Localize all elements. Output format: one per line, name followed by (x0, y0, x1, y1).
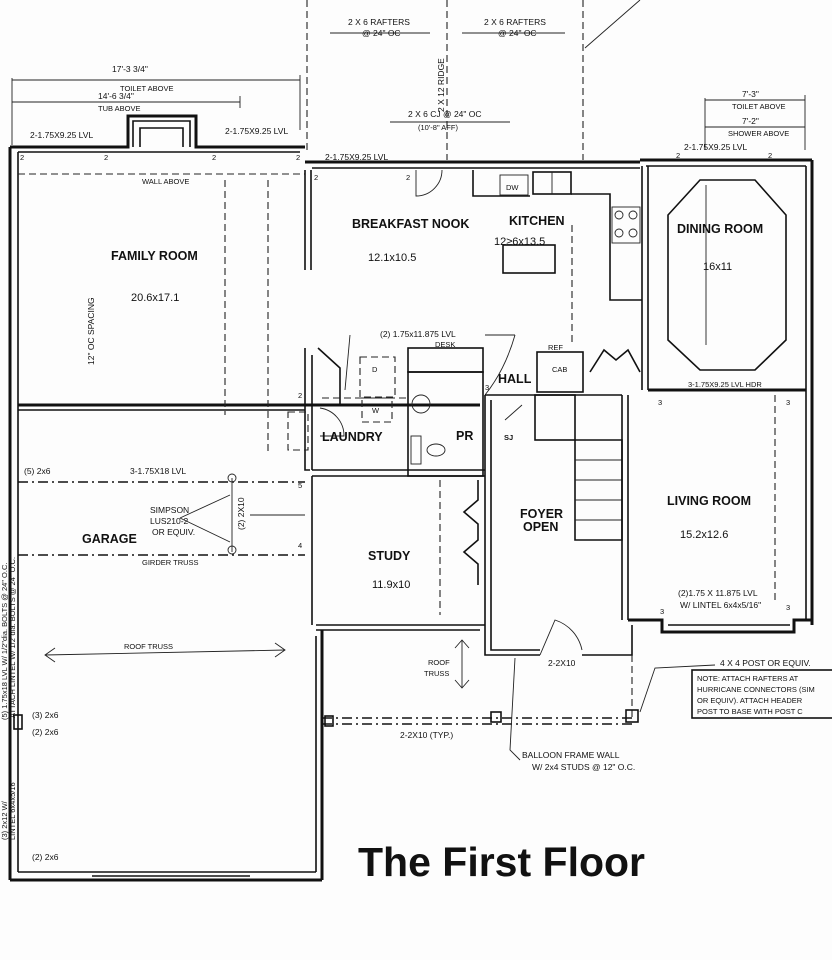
hall-name: HALL (498, 372, 532, 386)
post-2x6-c: (2) 2x6 (32, 727, 59, 737)
dim-toilet-above: 17'-3 3/4" (112, 64, 148, 74)
roof-truss-v1: ROOF (428, 658, 450, 667)
simpson-line1: SIMPSON (150, 505, 189, 515)
note-line-4: POST TO BASE WITH POST C (697, 707, 803, 716)
left-vertical-note-3: (3) 2x12 W/ (0, 800, 9, 840)
ceiling-joist-aff: (10'-8" AFF) (418, 123, 458, 132)
cab-label: CAB (552, 365, 567, 374)
post-mark: 3 (660, 607, 664, 616)
desk-lvl-label: (2) 1.75x11.875 LVL (380, 329, 456, 339)
post-mark: 3 (658, 398, 662, 407)
spacing-note: 12" OC SPACING (86, 297, 96, 365)
dining-room-name: DINING ROOM (677, 222, 763, 236)
note-line-3: OR EQUIV). ATTACH HEADER (697, 696, 803, 705)
breakfast-nook-name: BREAKFAST NOOK (352, 217, 469, 231)
laundry-name: LAUNDRY (322, 430, 383, 444)
lvl-nook-label: 2-1.75X9.25 LVL (325, 152, 388, 162)
sj-label: SJ (504, 433, 513, 442)
left-vertical-note-1: (5) 1.75x18 LVL W/ 1/2"dia. BOLTS @ 24" … (0, 563, 9, 720)
balloon-frame-line2: W/ 2x4 STUDS @ 12" O.C. (532, 762, 635, 772)
dishwasher-label: DW (506, 183, 519, 192)
roof-truss-v2: TRUSS (424, 669, 449, 678)
powder-room-name: PR (456, 429, 473, 443)
dim-toilet-above-right: 7'-3" (742, 89, 759, 99)
dryer-label: D (372, 365, 378, 374)
lvl-mid-label: 2-1.75X9.25 LVL (225, 126, 288, 136)
ceiling-joist-note: 2 X 6 CJ @ 24" OC (408, 109, 482, 119)
study-name: STUDY (368, 549, 411, 563)
post-label: 4 X 4 POST OR EQUIV. (720, 658, 811, 668)
rafters-right-note: 2 X 6 RAFTERS (484, 17, 546, 27)
post-mark: 2 (104, 153, 108, 162)
left-vertical-note-4: LINTEL 6x4x5/16" (8, 779, 17, 840)
post-mark: 2 (768, 151, 772, 160)
simpson-line2: LUS210-2 (150, 516, 189, 526)
living-room-name: LIVING ROOM (667, 494, 751, 508)
kitchen-name: KITCHEN (509, 214, 565, 228)
living-room-size: 15.2x12.6 (680, 529, 728, 541)
desk-label: DESK (435, 340, 455, 349)
foyer-sub: OPEN (523, 520, 558, 534)
tub-above-label: TUB ABOVE (98, 104, 141, 113)
dining-room-size: 16x11 (703, 261, 732, 273)
post-mark: 3 (786, 398, 790, 407)
foyer-2x10-label: 2-2X10 (548, 658, 576, 668)
post-mark: 3 (485, 383, 489, 392)
dim-shower-above: 7'-2" (742, 116, 759, 126)
post-mark: 2 (20, 153, 24, 162)
toilet-above-right-label: TOILET ABOVE (732, 102, 786, 111)
living-lvl-label: (2)1.75 X 11.875 LVL (678, 588, 758, 598)
joist-2x10-label: (2) 2X10 (236, 497, 246, 530)
post-mark: 2 (406, 173, 410, 182)
left-vertical-note-2: ATTACH LINTEL W/ 1/2"dia. BOLTS @ 24" O.… (8, 557, 17, 718)
balloon-frame-line1: BALLOON FRAME WALL (522, 750, 620, 760)
post-mark: 2 (212, 153, 216, 162)
post-mark: 5 (298, 481, 302, 490)
study-size: 11.9x10 (372, 579, 410, 591)
garage-lvl-label: 3-1.75X18 LVL (130, 466, 186, 476)
post-2x6-d: (2) 2x6 (32, 852, 59, 862)
wall-above-label: WALL ABOVE (142, 177, 189, 186)
post-mark: 2 (314, 173, 318, 182)
post-mark: 2 (296, 153, 300, 162)
foyer-name: FOYER (520, 507, 563, 521)
family-room-size: 20.6x17.1 (131, 292, 179, 304)
roof-truss-label: ROOF TRUSS (124, 642, 173, 651)
breakfast-nook-size: 12.1x10.5 (368, 252, 416, 264)
lvl-left-label: 2-1.75X9.25 LVL (30, 130, 93, 140)
garage-name: GARAGE (82, 532, 137, 546)
post-mark: 4 (298, 541, 302, 550)
post-mark: 2 (298, 391, 302, 400)
family-room-name: FAMILY ROOM (111, 249, 198, 263)
washer-label: W (372, 406, 380, 415)
rafters-right-oc: @ 24" OC (498, 28, 537, 38)
note-line-2: HURRICANE CONNECTORS (SIM (697, 685, 815, 694)
simpson-line3: OR EQUIV. (152, 527, 195, 537)
toilet-above-label: TOILET ABOVE (120, 84, 174, 93)
post-mark: 2 (676, 151, 680, 160)
living-lintel-label: W/ LINTEL 6x4x5/16" (680, 600, 761, 610)
plan-title: The First Floor (358, 839, 645, 885)
rafters-left-note: 2 X 6 RAFTERS (348, 17, 410, 27)
ridge-note: 2 X 12 RIDGE (436, 58, 446, 112)
post-mark: 3 (786, 603, 790, 612)
dim-tub-above: 14'-6 3/4" (98, 91, 134, 101)
hall-hdr-label: 3-1.75X9.25 LVL HDR (688, 380, 762, 389)
post-2x6-b: (3) 2x6 (32, 710, 59, 720)
kitchen-size: 12≥6x13.5 (494, 236, 545, 248)
note-line-1: NOTE: ATTACH RAFTERS AT (697, 674, 799, 683)
ref-label: REF (548, 343, 563, 352)
typ-2x10-label: 2-2X10 (TYP.) (400, 730, 453, 740)
lvl-dining-label: 2-1.75X9.25 LVL (684, 142, 747, 152)
post-2x6-a: (5) 2x6 (24, 466, 51, 476)
rafters-left-oc: @ 24" OC (362, 28, 401, 38)
girder-truss-label: GIRDER TRUSS (142, 558, 199, 567)
shower-above-label: SHOWER ABOVE (728, 129, 789, 138)
